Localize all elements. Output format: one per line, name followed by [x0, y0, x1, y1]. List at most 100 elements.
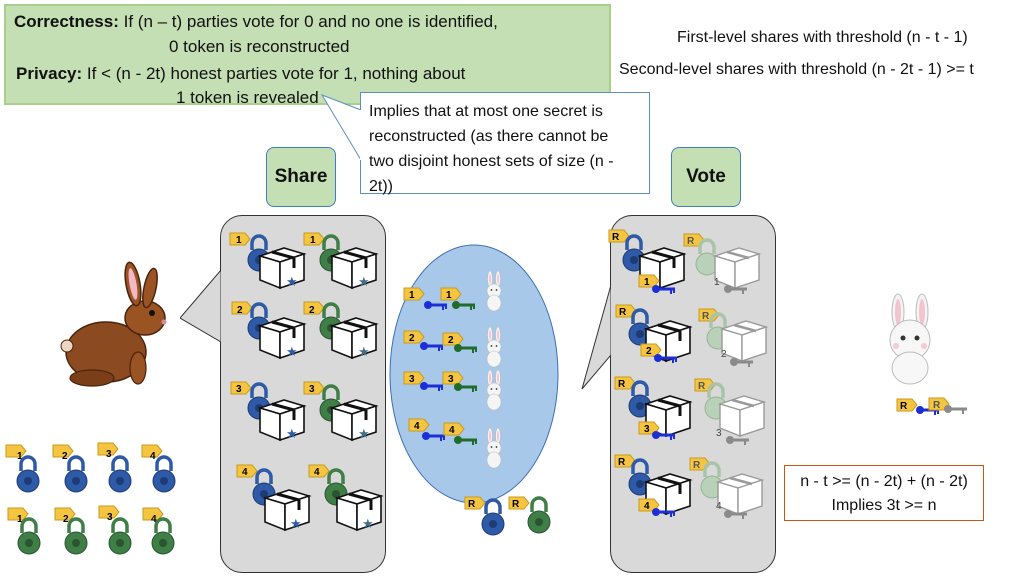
row-number: 4 [644, 501, 650, 512]
row-number: 3 [716, 428, 722, 439]
box-icon [335, 488, 383, 532]
box-icon [263, 488, 311, 532]
callout-line-2: reconstructed (as there cannot be [369, 128, 609, 145]
r-tag-label: R [468, 499, 476, 510]
star-icon: ★ [286, 344, 298, 359]
blue-key-icon [422, 432, 445, 441]
share-tab: Share [266, 147, 336, 207]
faded-box-icon [716, 472, 764, 516]
star-icon: ★ [286, 274, 298, 289]
row-number: 2 [63, 514, 69, 525]
privacy-label: Privacy: [16, 64, 83, 83]
inequality-line-1: n - t >= (n - 2t) + (n - 2t) [800, 473, 968, 490]
row-number: 1 [17, 451, 23, 462]
correctness-line-2: 0 token is reconstructed [169, 37, 350, 56]
row-number: 3 [107, 512, 113, 523]
privacy-line-1: Privacy: If < (n - 2t) honest parties vo… [16, 64, 465, 84]
share-panel-pointer [180, 270, 224, 345]
vote-row-3: R 3 R 3 [614, 376, 766, 445]
share-row-3: 3 ★ 3 ★ [230, 381, 378, 442]
row-number: 1 [17, 514, 23, 525]
green-lock-icon [16, 517, 42, 556]
green-lock-row: 1 2 3 4 [7, 505, 176, 556]
row-number: 4 [314, 467, 320, 478]
privacy-line-2: 1 token is revealed [176, 88, 319, 107]
gray-key-icon [944, 405, 967, 414]
privacy-text: If < (n - 2t) honest parties vote for 1,… [86, 64, 466, 83]
faded-box-icon [718, 394, 766, 438]
row-number: 2 [62, 451, 68, 462]
row-number: 1 [409, 290, 415, 301]
row-number: 3 [106, 449, 112, 460]
row-number: 2 [448, 335, 454, 346]
callout-line-1: Implies that at most one secret is [369, 103, 603, 120]
green-lock-icon [150, 517, 176, 556]
reconstruct-locks: R R [464, 496, 552, 537]
ellipse-row-2: 2 2 [403, 326, 502, 368]
blue-lock-icon [480, 498, 506, 537]
blue-lock-icon [107, 455, 133, 494]
brown-rabbit-icon [60, 261, 167, 387]
star-icon: ★ [358, 274, 370, 289]
white-rabbit-icon [889, 293, 931, 385]
faded-box-icon [713, 246, 761, 290]
row-number: 2 [646, 346, 652, 357]
row-number: 1 [310, 235, 316, 246]
bunny-icon [486, 270, 502, 312]
star-icon: ★ [290, 516, 302, 531]
r-tag-label: R [619, 307, 627, 318]
row-number: 3 [236, 384, 242, 395]
vote-row-4: R 4 R 4 [614, 454, 764, 519]
row-number: 4 [716, 501, 722, 512]
callout-line-3: two disjoint honest sets of size (n - [369, 153, 614, 170]
vote-row-2: R 2 R 2 [615, 304, 768, 367]
inequality-line-2: Implies 3t >= n [831, 497, 937, 514]
vote-panel-pointer [581, 285, 614, 390]
faded-box-icon [720, 319, 768, 363]
r-tag-label: R [618, 379, 626, 390]
callout-line-4: 2t)) [369, 178, 393, 195]
row-number: 3 [448, 374, 454, 385]
row-number: 4 [150, 451, 156, 462]
row-number: 2 [237, 305, 243, 316]
blue-lock-icon [15, 455, 41, 494]
blue-lock-icon [151, 455, 177, 494]
blue-lock-row: 1 2 3 4 [5, 442, 177, 494]
share-row-2: 2 ★ 2 ★ [231, 301, 378, 360]
green-key-icon [454, 436, 477, 445]
star-icon: ★ [286, 426, 298, 441]
r-tag-label: R [687, 236, 695, 247]
r-tag-label: R [512, 499, 520, 510]
share-row-1: 1 ★ 1 ★ [229, 232, 378, 290]
inequality-box: n - t >= (n - 2t) + (n - 2t) Implies 3t … [784, 465, 984, 521]
vote-row-1: R 1 R 1 [608, 229, 761, 294]
bunny-icon [486, 427, 502, 469]
callout-box: Implies that at most one secret is recon… [360, 92, 650, 195]
gray-key-icon [726, 436, 749, 445]
green-lock-icon [107, 517, 133, 556]
blue-key-icon [420, 342, 443, 351]
blue-lock-icon [63, 455, 89, 494]
green-key-icon [454, 344, 477, 353]
row-number: 2 [721, 349, 727, 360]
correctness-label: Correctness: [14, 12, 119, 31]
r-tag-label: R [702, 311, 710, 322]
r-tag-label: R [618, 457, 626, 468]
row-number: 3 [309, 384, 315, 395]
row-number: 4 [151, 514, 157, 525]
ellipse-row-3: 3 3 [403, 369, 502, 411]
row-number: 1 [236, 235, 242, 246]
star-icon: ★ [362, 516, 374, 531]
row-number: 3 [644, 424, 650, 435]
row-number: 1 [644, 277, 650, 288]
share-row-4: 4 ★ 4 ★ [236, 464, 383, 532]
blue-key-icon [424, 301, 447, 310]
r-tag-label: R [612, 232, 620, 243]
bunny-icon [486, 369, 502, 411]
row-number: 2 [409, 333, 415, 344]
correctness-line-1: Correctness: If (n – t) parties vote for… [14, 12, 498, 32]
ellipse-row-1: 1 1 [403, 270, 502, 312]
blue-key-icon [420, 382, 443, 391]
number-tag [5, 444, 27, 458]
